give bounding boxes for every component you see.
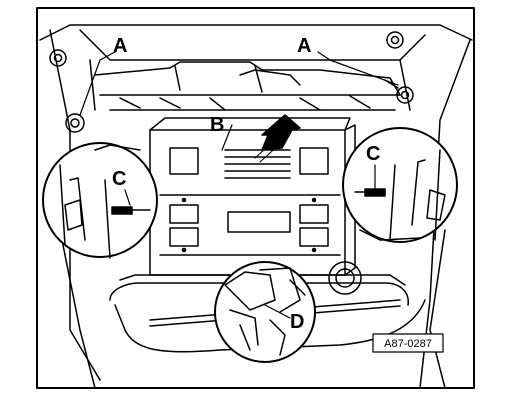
screw-top-right [386, 31, 404, 49]
screw-a-left [65, 113, 85, 133]
callout-a-left: A [113, 35, 127, 57]
screw-a-right [384, 79, 414, 104]
callout-c-right: C [366, 143, 380, 165]
detail-circle-left [42, 142, 158, 259]
callout-c-left: C [112, 168, 126, 190]
figure-id-box: A87-0287 [372, 333, 444, 353]
leader-lines [79, 51, 399, 319]
removal-arrow [254, 114, 301, 163]
callout-b: B [210, 114, 224, 136]
callout-d: D [290, 311, 304, 333]
trim-strip [94, 61, 401, 111]
detail-circle-right [342, 127, 458, 243]
figure-frame [36, 7, 475, 389]
screw-top-left [49, 49, 67, 67]
figure-id: A87-0287 [384, 338, 432, 350]
radio-unit [149, 117, 356, 276]
detail-circle-bottom [214, 261, 316, 363]
callout-a-right: A [297, 35, 311, 57]
